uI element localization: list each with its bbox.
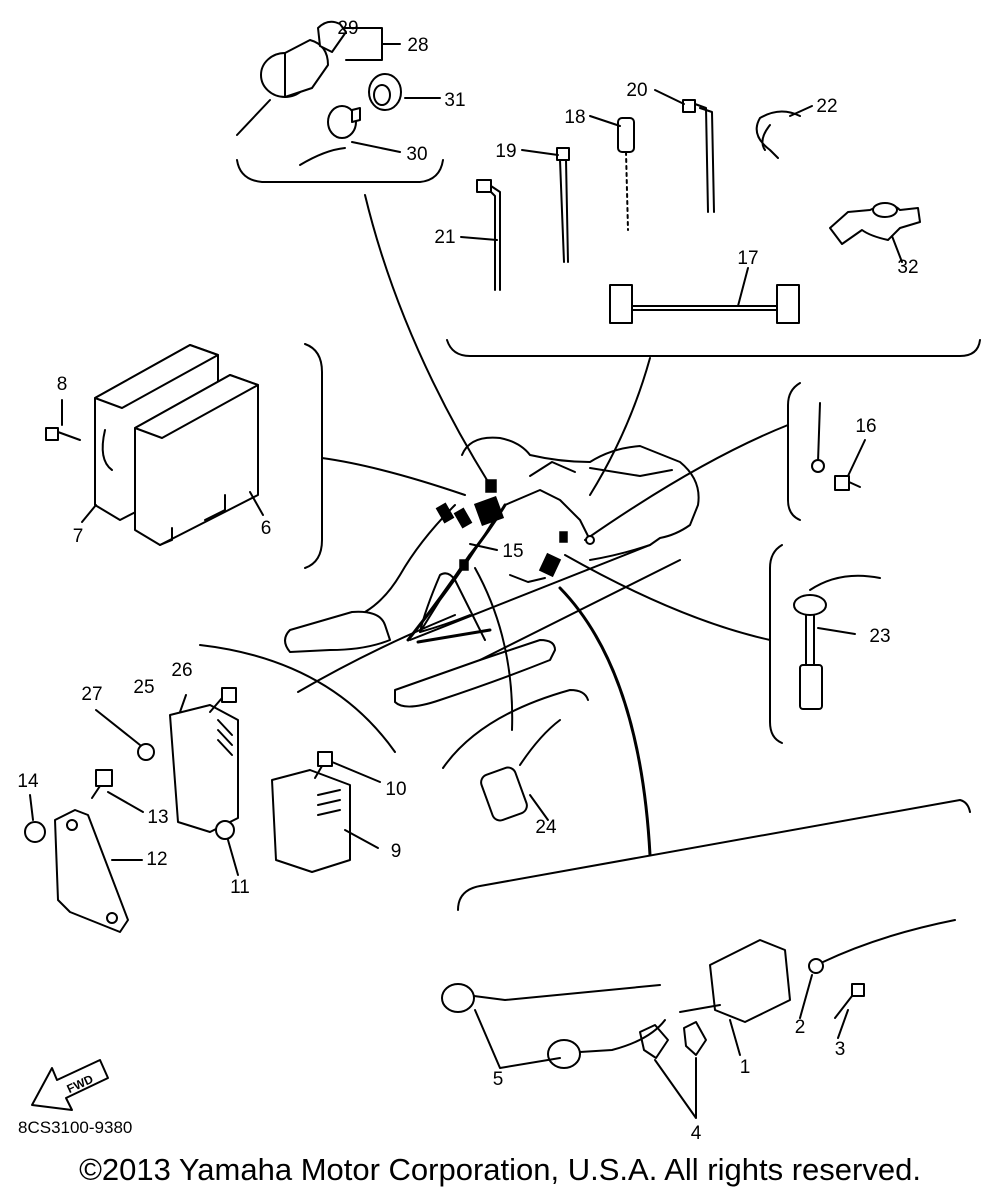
label-21: 21 — [434, 227, 455, 248]
label-27: 27 — [81, 684, 102, 705]
relay-icon — [480, 719, 561, 822]
wire-harness-icon — [406, 479, 595, 644]
cable-icon — [609, 284, 800, 324]
snowmobile-outline — [284, 436, 700, 708]
label-leaders — [29, 27, 903, 1119]
label-8: 8 — [57, 374, 68, 395]
diagram-id: 8CS3100-9380 — [18, 1118, 133, 1137]
label-22: 22 — [816, 96, 837, 117]
lamp-switch-icon — [299, 105, 361, 166]
bracket-icon — [54, 809, 129, 933]
label-16: 16 — [855, 416, 876, 437]
label-28: 28 — [407, 35, 428, 56]
label-15: 15 — [502, 541, 523, 562]
cable-band-icon — [682, 99, 715, 213]
label-29: 29 — [337, 18, 358, 39]
cdi-unit-icon — [94, 344, 259, 546]
nut-icon — [215, 820, 235, 840]
label-25: 25 — [133, 677, 154, 698]
nut-icon — [137, 743, 155, 761]
label-9: 9 — [391, 841, 402, 862]
bolt-icon — [91, 769, 113, 799]
label-17: 17 — [737, 248, 758, 269]
label-32: 32 — [897, 257, 918, 278]
ground-lead-icon — [808, 919, 956, 974]
nut-icon — [24, 821, 46, 843]
label-19: 19 — [495, 141, 516, 162]
label-26: 26 — [171, 660, 192, 681]
ignition-coil-icon — [679, 939, 791, 1023]
label-11: 11 — [230, 877, 250, 898]
clamp-icon — [639, 1021, 707, 1059]
sensor-icon — [793, 574, 881, 710]
label-24: 24 — [535, 817, 557, 838]
label-12: 12 — [146, 849, 167, 870]
cable-band-icon — [476, 179, 501, 291]
holder-icon — [829, 202, 921, 245]
main-switch-icon — [236, 20, 347, 136]
screw-icon — [834, 983, 865, 1019]
label-7: 7 — [73, 526, 84, 547]
cable-band-icon — [556, 147, 570, 263]
fwd-arrow-icon — [31, 1059, 109, 1111]
label-1: 1 — [740, 1057, 751, 1078]
label-10: 10 — [385, 779, 406, 800]
label-30: 30 — [406, 144, 427, 165]
label-31: 31 — [444, 90, 465, 111]
copyright-notice: ©2013 Yamaha Motor Corporation, U.S.A. A… — [79, 1152, 921, 1187]
part-number-labels: 29 28 31 30 20 22 18 19 21 17 32 8 16 7 … — [17, 18, 918, 1144]
group-brackets — [199, 159, 981, 911]
label-20: 20 — [626, 80, 647, 101]
label-3: 3 — [835, 1039, 846, 1060]
leader-lines — [297, 194, 789, 857]
bolt-icon — [314, 751, 333, 779]
label-5: 5 — [493, 1069, 504, 1090]
ground-lead-icon — [811, 402, 861, 491]
label-13: 13 — [147, 807, 168, 828]
label-23: 23 — [869, 626, 890, 647]
label-2: 2 — [795, 1017, 806, 1038]
connector-chain-icon — [617, 117, 635, 231]
clip-icon — [755, 110, 801, 159]
bolt-icon — [45, 427, 81, 441]
label-14: 14 — [17, 771, 39, 792]
switch-cap-icon — [368, 73, 402, 111]
label-4: 4 — [691, 1123, 702, 1144]
bolt-icon — [209, 687, 237, 713]
rectifier-icon — [271, 769, 351, 873]
label-18: 18 — [564, 107, 585, 128]
regulator-icon — [169, 704, 239, 833]
label-6: 6 — [261, 518, 272, 539]
spark-plug-cap-icon — [441, 983, 666, 1069]
